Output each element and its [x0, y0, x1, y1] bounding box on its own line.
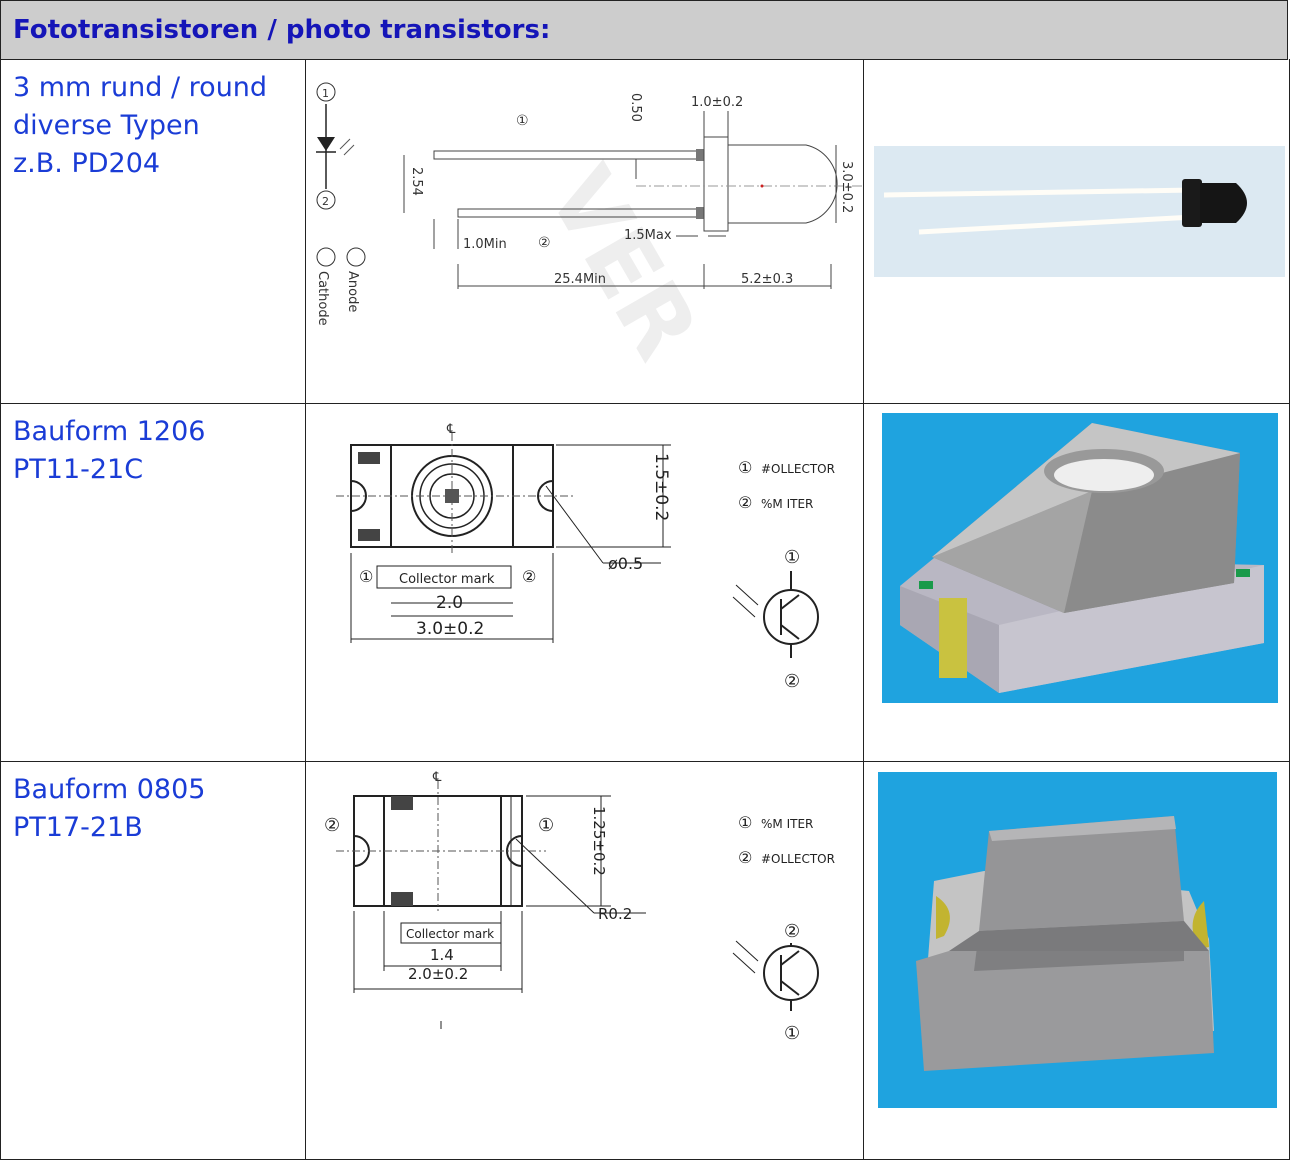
row1-dimension-drawing: VER 1 2 Anode Cathode 1.0±0.2 [315, 82, 866, 376]
row3-description-cell: Bauform 0805 PT17-21B [0, 761, 306, 1160]
pin1-label: #OLLECTOR [761, 462, 835, 476]
dim-0.5: ø0.5 [608, 554, 643, 573]
dim-lead-length: 25.4Min [554, 272, 606, 287]
row1-photo [874, 146, 1285, 277]
svg-text:1: 1 [322, 87, 329, 100]
svg-text:①: ① [516, 113, 529, 129]
row2-drawing-cell: ℄ ① ② Collector mark 2.0 3.0±0.2 1.5±0.2… [305, 403, 864, 762]
svg-text:②: ② [522, 567, 536, 586]
dim-r0.2: R0.2 [598, 905, 632, 923]
row3-photo [878, 772, 1277, 1108]
row2-line1: Bauform 1206 [13, 416, 206, 447]
dim-lead-min: 1.0Min [463, 237, 507, 252]
row1-drawing-cell: VER 1 2 Anode Cathode 1.0±0.2 [305, 59, 866, 404]
dim-1.4: 1.4 [430, 946, 454, 964]
anode-label: Anode [345, 271, 360, 312]
row2-description-cell: Bauform 1206 PT11-21C [0, 403, 306, 762]
dim-lead-width: 1.0±0.2 [691, 95, 743, 110]
svg-text:①: ① [784, 547, 800, 568]
collector-mark-label: Collector mark [399, 572, 495, 587]
svg-text:①: ① [738, 458, 752, 477]
svg-text:②: ② [324, 815, 340, 836]
row2-line2: PT11-21C [13, 454, 144, 485]
row1-description: 3 mm rund / round diverse Typen z.B. PD2… [13, 69, 267, 183]
watermark: VER [527, 150, 718, 376]
pin1-label-0805: %M ITER [761, 817, 813, 831]
row3-photo-cell [863, 761, 1290, 1160]
row2-photo [882, 413, 1278, 703]
dim-body-diameter: 3.0±0.2 [839, 161, 854, 213]
svg-text:②: ② [784, 921, 800, 942]
pin2-label: %M ITER [761, 497, 813, 511]
svg-text:①: ① [738, 813, 752, 832]
svg-text:℄: ℄ [446, 422, 456, 437]
svg-text:①: ① [359, 567, 373, 586]
row2-dimension-drawing: ℄ ① ② Collector mark 2.0 3.0±0.2 1.5±0.2… [336, 422, 835, 692]
row2-description: Bauform 1206 PT11-21C [13, 413, 205, 489]
cathode-label: Cathode [315, 271, 330, 326]
row3-line2: PT17-21B [13, 812, 143, 843]
dim-body-length: 5.2±0.3 [741, 272, 793, 287]
row3-line1: Bauform 0805 [13, 774, 206, 805]
svg-text:②: ② [738, 848, 752, 867]
svg-text:2: 2 [322, 195, 329, 208]
svg-text:℄: ℄ [432, 770, 442, 785]
table-title: Fototransistoren / photo transistors: [13, 15, 551, 45]
row1-line3: z.B. PD204 [13, 148, 161, 179]
row3-dimension-drawing: ℄ ② ① 1.25±0.2 R0.2 Collector mark 1.4 2… [324, 770, 835, 1044]
row1-line2: diverse Typen [13, 110, 200, 141]
svg-text:②: ② [538, 235, 551, 251]
svg-text:①: ① [538, 815, 554, 836]
row1-line1: 3 mm rund / round [13, 72, 268, 103]
dim-2.0-0805: 2.0±0.2 [408, 965, 468, 983]
svg-text:①: ① [784, 1023, 800, 1044]
dim-lead-thickness: 0.50 [628, 93, 643, 122]
row2-photo-cell [863, 403, 1290, 762]
dim-3.0: 3.0±0.2 [416, 619, 484, 639]
row3-drawing-cell: ℄ ② ① 1.25±0.2 R0.2 Collector mark 1.4 2… [305, 761, 864, 1160]
pin2-label-0805: #OLLECTOR [761, 852, 835, 866]
dim-1.25: 1.25±0.2 [590, 806, 608, 876]
table-header: Fototransistoren / photo transistors: [0, 0, 1288, 60]
dim-pitch: 2.54 [409, 167, 424, 196]
dim-collar-max: 1.5Max [624, 228, 672, 243]
dim-2.0: 2.0 [436, 593, 463, 613]
collector-mark-label-0805: Collector mark [406, 927, 494, 941]
row1-description-cell: 3 mm rund / round diverse Typen z.B. PD2… [0, 59, 306, 404]
row1-photo-cell [863, 59, 1290, 404]
row3-description: Bauform 0805 PT17-21B [13, 771, 205, 847]
svg-text:②: ② [738, 493, 752, 512]
dim-1.5: 1.5±0.2 [651, 453, 671, 521]
svg-text:②: ② [784, 671, 800, 692]
